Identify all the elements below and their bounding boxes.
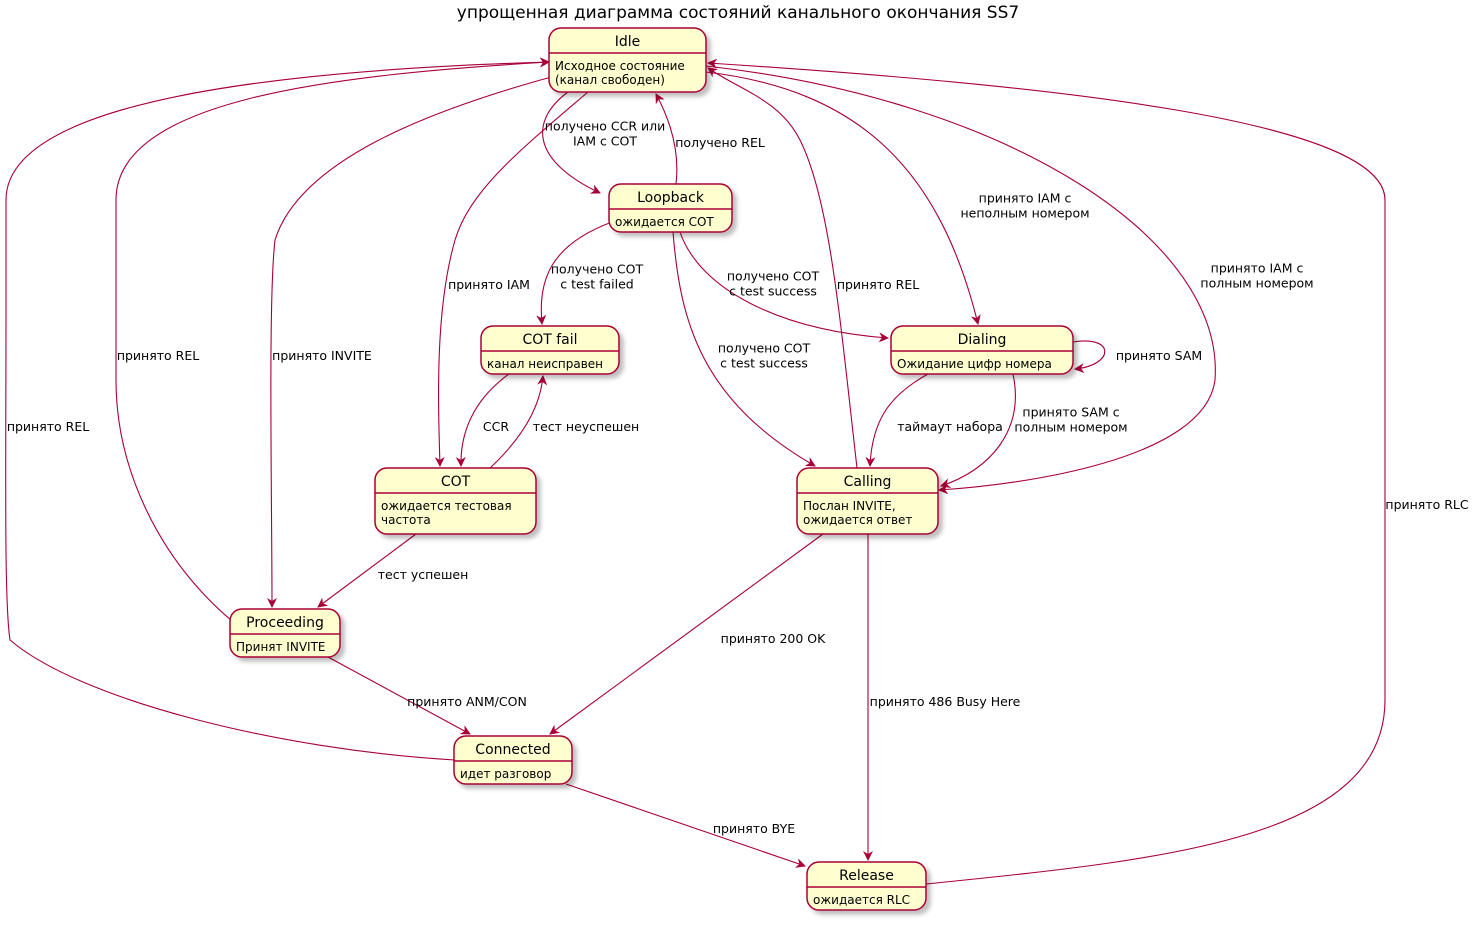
state-box [608,183,733,233]
state-name: Loopback [637,190,705,206]
diagram-title: упрощенная диаграмма состояний канальног… [457,3,1019,23]
transition-idle-proceeding [266,75,556,608]
state-box [374,467,537,535]
transition-label: полным номером [1200,276,1313,291]
transition-label: принято BYE [713,821,795,836]
transition-label: принято RLC [1385,497,1468,512]
transition-proceeding-connected [327,656,471,735]
state-description: Исходное состояние [555,59,685,73]
state-name: Dialing [958,332,1007,348]
transition-label: принято IAM с [979,191,1072,206]
transition-label: получено REL [675,135,765,150]
transition-label: принято 486 Busy Here [870,694,1021,709]
transition-calling-idle [707,67,858,469]
state-description: частота [381,513,431,527]
transition-label: принято REL [7,419,89,434]
state-name: COT [441,474,471,490]
transition-connected-release [565,783,806,868]
transition-idle-calling [705,65,1216,495]
transition-label: получено COT [718,341,811,356]
transition-proceeding-idle [115,57,550,622]
transition-label: принято REL [837,277,919,292]
state-description: ожидается ответ [803,513,912,527]
transition-dialing-self [1072,340,1106,374]
transition-cotfail-cot [455,373,510,467]
transition-idle-dialing [705,71,981,325]
transition-cot-proceeding [317,533,417,608]
transition-label: принято REL [117,348,199,363]
transition-loopback-idle [655,93,678,185]
transition-loopback-cotfail [536,221,613,325]
state-connected: Connected идет разговор [453,735,573,785]
transition-label: получено COT [551,262,644,277]
state-cot-fail: COT fail канал неисправен [480,325,620,375]
transition-release-idle [707,58,1386,885]
transition-label: CCR [483,419,509,434]
state-description: ожидается COT [615,215,714,229]
state-box [806,861,927,911]
state-name: Idle [615,34,641,50]
transition-label: принято 200 OK [721,631,826,646]
state-name: COT fail [522,332,577,348]
transition-label: принято INVITE [272,348,372,363]
transition-label: принято IAM [448,277,530,292]
state-description: Послан INVITE, [803,499,896,513]
state-name: Connected [475,742,550,758]
state-box [453,735,573,785]
state-release: Release ожидается RLC [806,861,927,911]
transition-label: с test success [720,356,808,371]
state-description: идет разговор [460,767,551,781]
transition-loopback-calling [672,231,816,467]
state-name: Proceeding [246,615,324,631]
transition-label: принято IAM с [1211,261,1304,276]
state-name: Calling [844,474,892,490]
transition-label: тест успешен [378,567,469,582]
state-description: ожидается тестовая [381,499,512,513]
state-box [548,27,707,93]
state-description: Ожидание цифр номера [897,357,1052,371]
transition-label: с test success [729,284,817,299]
transition-label: принято SAM [1116,348,1202,363]
state-box [480,325,620,375]
transition-cot-cotfail [489,375,548,469]
state-description: Принят INVITE [236,640,325,654]
transition-label: принято ANM/CON [407,694,527,709]
transition-calling-connected [549,533,824,735]
transition-dialing-calling-sam [940,373,1016,488]
transition-idle-loopback [542,91,601,194]
transition-idle-cot [434,91,589,467]
transition-label: тест неуспешен [533,419,639,434]
transition-label: получено COT [727,269,820,284]
state-box [229,608,341,658]
state-description: канал неисправен [487,357,603,371]
state-box [796,467,939,535]
transition-label: с test failed [560,277,633,292]
transition-connected-idle [5,57,550,761]
state-description: (канал свободен) [555,73,665,87]
transition-loopback-dialing [679,231,889,343]
transition-label: таймаут набора [897,419,1003,434]
transition-label: IAM с COT [573,134,637,149]
transition-label: неполным номером [960,206,1089,221]
transition-label: получено CCR или [545,119,665,134]
transitions-layer [5,57,1386,885]
state-description: ожидается RLC [813,893,910,907]
transition-label: полным номером [1014,420,1127,435]
state-box [890,325,1074,375]
state-name: Release [839,868,894,884]
transition-label: принято SAM с [1022,405,1119,420]
state-loopback: Loopback ожидается COT [608,183,733,233]
transition-dialing-calling-timeout [865,373,929,467]
